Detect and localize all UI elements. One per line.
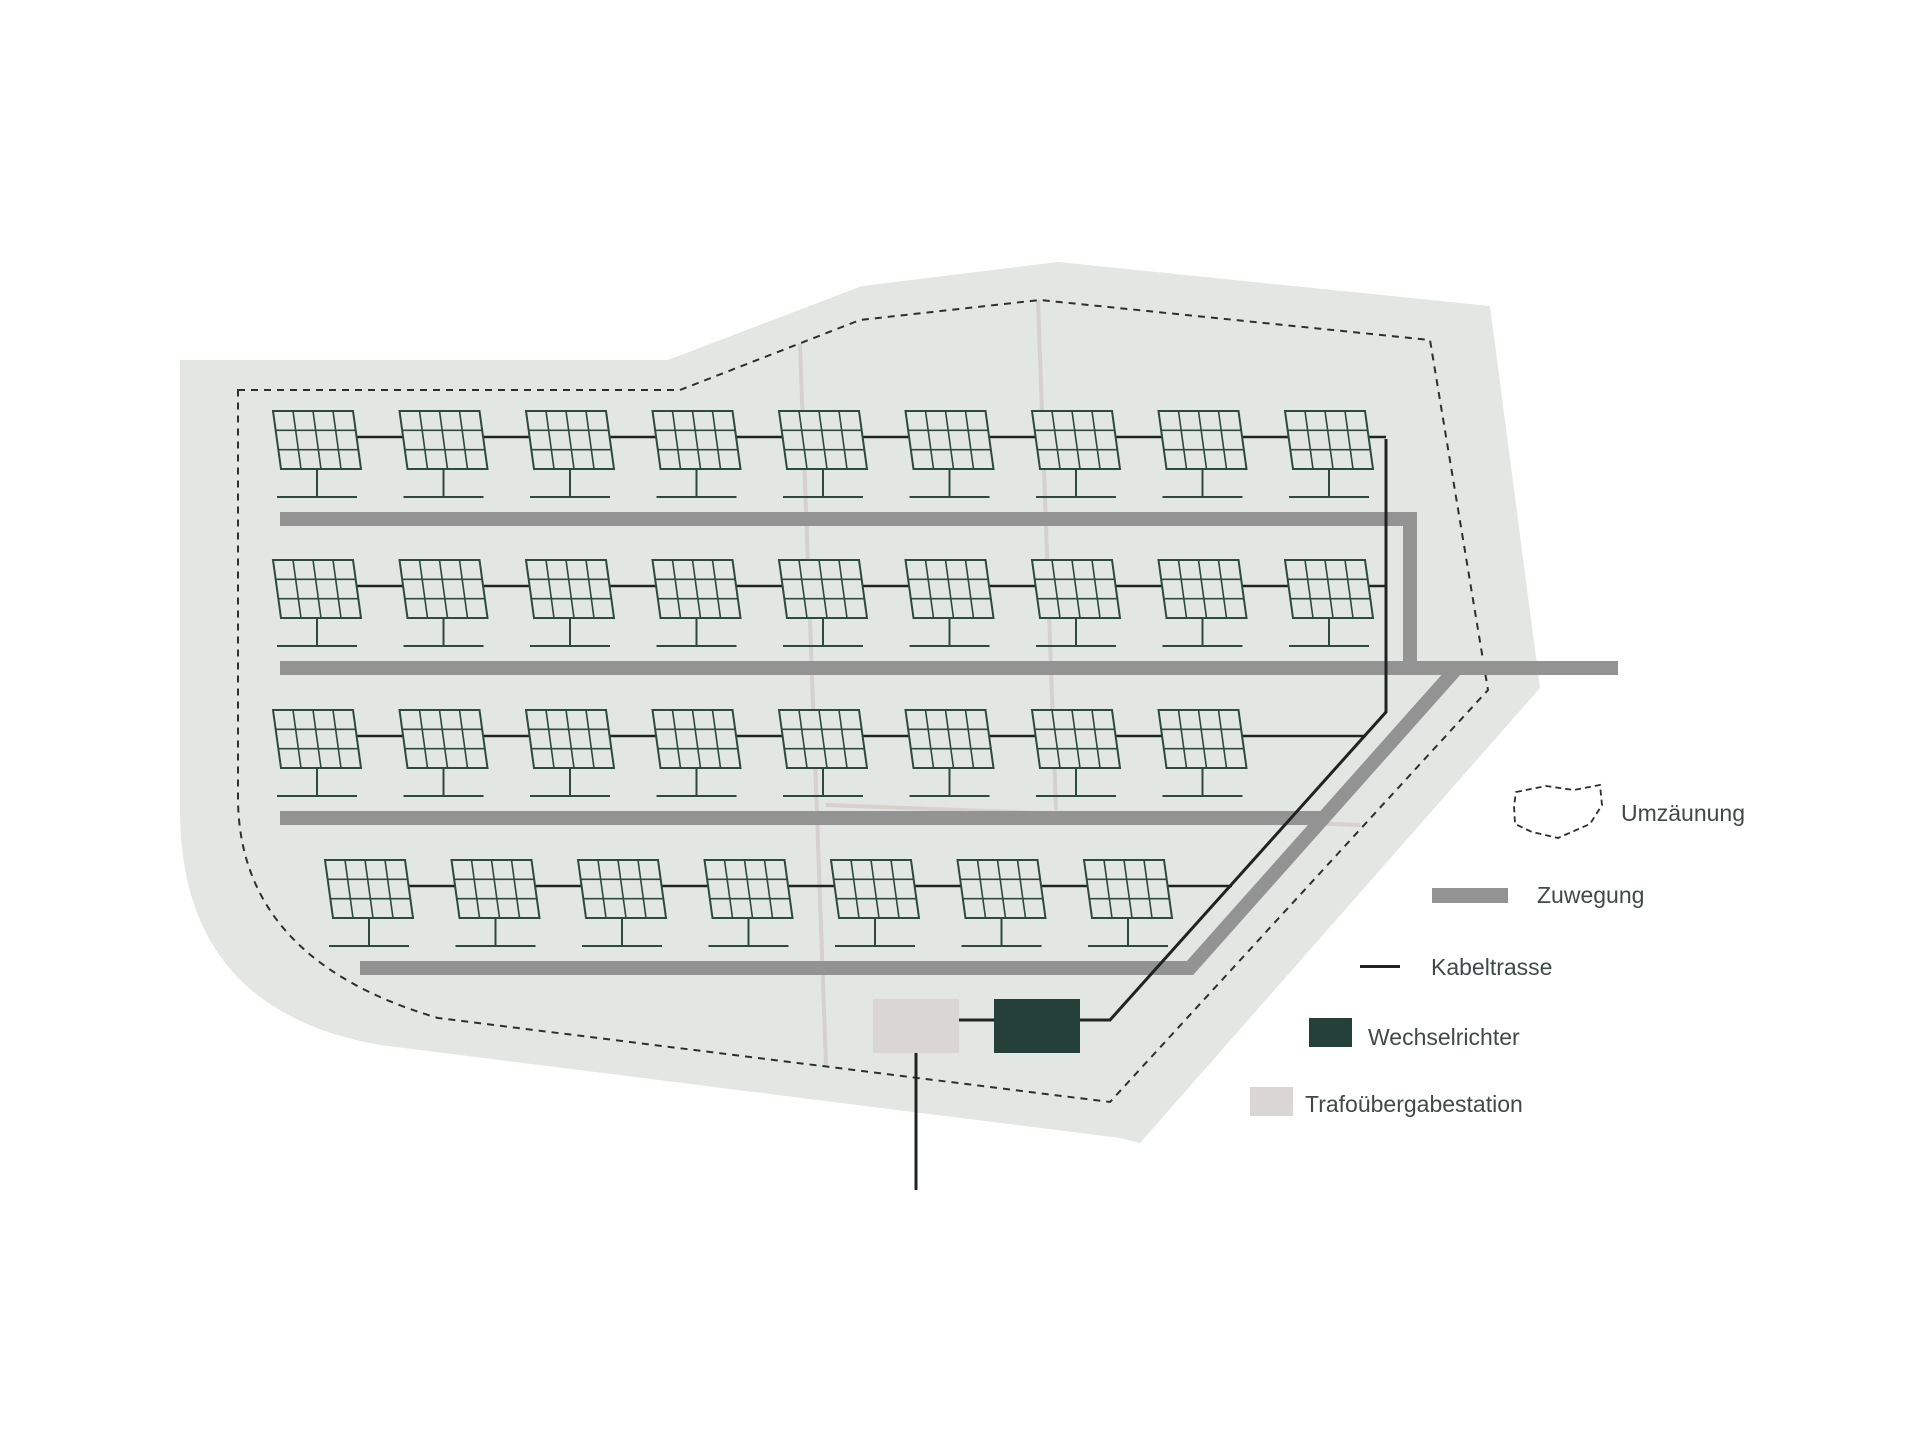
legend-fence-icon (1513, 783, 1603, 839)
solar-panel (524, 709, 616, 797)
solar-panel (651, 410, 742, 498)
solar-panel (1082, 859, 1174, 947)
solar-panel (1030, 709, 1122, 797)
site-area (180, 262, 1540, 1143)
fence-line (237, 298, 1490, 1104)
cable-routes (914, 439, 1388, 1190)
solar-panel (398, 410, 489, 498)
solar-panel (777, 709, 869, 797)
solar-panel (398, 559, 489, 647)
legend-substation-label: Trafoübergabestation (1305, 1091, 1523, 1117)
solar-panel (323, 859, 415, 947)
panel-row (271, 410, 1386, 498)
solar-panel (904, 559, 995, 647)
legend-substation-icon (1250, 1087, 1293, 1116)
solar-panel (524, 410, 616, 498)
solar-panel (271, 410, 363, 498)
solar-panel (524, 559, 616, 647)
solar-panel (450, 859, 541, 947)
solar-panel (777, 410, 869, 498)
solar-panel (1157, 559, 1248, 647)
inverter-station (994, 999, 1080, 1053)
panel-row (271, 709, 1366, 797)
solar-panel (777, 559, 869, 647)
panel-row (271, 559, 1386, 647)
solar-panel (271, 709, 363, 797)
solar-panel (271, 559, 363, 647)
legend-road-icon (1432, 888, 1508, 903)
solar-panel (1030, 410, 1122, 498)
solar-panel (904, 709, 995, 797)
solar-panel (1283, 559, 1375, 647)
legend (1250, 783, 1603, 1116)
solar-panel (1283, 410, 1375, 498)
legend-cable-label: Kabeltrasse (1431, 954, 1553, 980)
solar-panel (1030, 559, 1122, 647)
solar-panel (398, 709, 489, 797)
solar-panel (576, 859, 668, 947)
trafo-substation (873, 999, 959, 1053)
solar-panel (651, 709, 742, 797)
solar-panel (904, 410, 995, 498)
legend-cable-icon (1360, 965, 1400, 968)
solar-panel (1157, 709, 1248, 797)
solar-panel (956, 859, 1047, 947)
solar-panel (829, 859, 921, 947)
access-roads (280, 512, 1618, 975)
panel-field (271, 410, 1386, 947)
legend-inverter-label: Wechselrichter (1368, 1024, 1520, 1050)
legend-inverter-icon (1309, 1018, 1352, 1047)
solar-panel (1157, 410, 1248, 498)
legend-road-label: Zuwegung (1537, 882, 1645, 908)
legend-fence-label: Umzäunung (1621, 800, 1746, 826)
solar-panel (703, 859, 794, 947)
panel-row (323, 859, 1232, 947)
solar-panel (651, 559, 742, 647)
